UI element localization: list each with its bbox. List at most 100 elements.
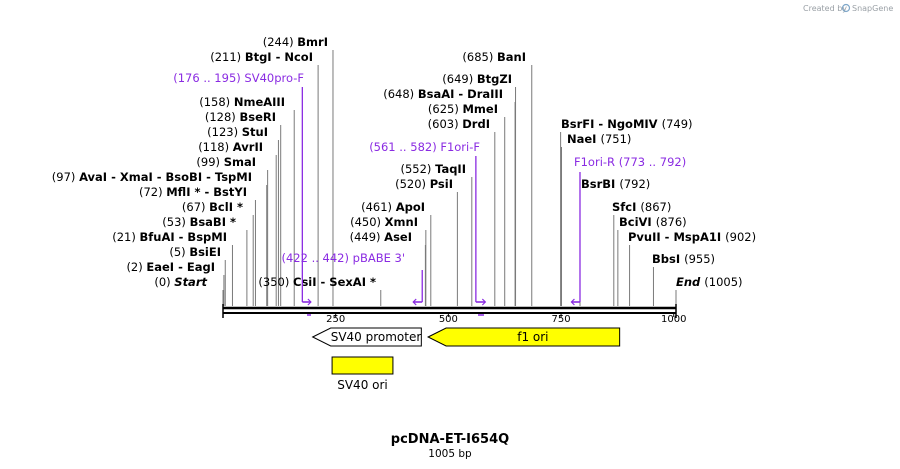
feature-label: SV40 ori (337, 378, 388, 392)
site-enzyme-names: NmeAIII (234, 95, 285, 109)
restriction-site-label[interactable]: End (1005) (676, 275, 743, 289)
restriction-site-label[interactable]: SfcI (867) (612, 200, 671, 214)
site-position: (158) (199, 95, 234, 109)
restriction-site-label[interactable]: BsrFI - NgoMIV (749) (561, 117, 693, 131)
primer-f1ori-f[interactable]: (561 .. 582) F1ori-F (369, 140, 487, 306)
restriction-site-label[interactable]: (0) Start (154, 275, 207, 289)
site-enzyme-names: AvrII (233, 140, 263, 154)
site-enzyme-names: Start (174, 275, 207, 289)
restriction-site-label[interactable]: (67) BclI * (182, 200, 243, 214)
restriction-site-label[interactable]: (2) EaeI - EagI (126, 260, 215, 274)
site-position: (450) (350, 215, 385, 229)
feature-sv40-promoter[interactable]: SV40 promoter (311, 327, 422, 347)
site-position: (625) (428, 102, 463, 116)
site-enzyme-names: BanI (497, 50, 526, 64)
restriction-site-label[interactable]: (97) AvaI - XmaI - BsoBI - TspMI (52, 170, 252, 184)
site-enzyme-names: BtgZI (477, 72, 512, 86)
site-position: (21) (112, 230, 139, 244)
restriction-site-label[interactable]: (72) MflI * - BstYI (139, 185, 247, 199)
primer-name: SV40pro-F (244, 71, 304, 85)
credit-text: Created by (803, 4, 847, 13)
restriction-site-label[interactable]: BsrBI (792) (581, 177, 650, 191)
primer-name: F1ori-F (440, 140, 480, 154)
site-enzyme-names: End (676, 275, 704, 289)
restriction-site-label[interactable]: (450) XmnI (350, 215, 418, 229)
site-enzyme-names: SfcI (612, 200, 640, 214)
site-enzyme-names: TaqII (435, 162, 466, 176)
restriction-site-label[interactable]: (128) BseRI (205, 110, 276, 124)
primer-range: (176 .. 195) (173, 71, 244, 85)
site-position: (876) (656, 215, 687, 229)
site-enzyme-names: ApoI (396, 200, 425, 214)
site-enzyme-names: BciVI (619, 215, 656, 229)
site-enzyme-names: BsrBI (581, 177, 619, 191)
restriction-site-label[interactable]: (158) NmeAIII (199, 95, 285, 109)
site-enzyme-names: AvaI - XmaI - BsoBI - TspMI (79, 170, 252, 184)
restriction-site-label[interactable]: (99) SmaI (196, 155, 256, 169)
restriction-site-label[interactable]: (520) PsiI (395, 177, 453, 191)
site-position: (792) (619, 177, 650, 191)
restriction-site-label[interactable]: (53) BsaBI * (162, 215, 236, 229)
site-position: (0) (154, 275, 174, 289)
primer-range: (773 .. 792) (619, 155, 687, 169)
site-enzyme-names: NaeI (567, 132, 600, 146)
sequence-backbone (222, 304, 677, 318)
site-position: (123) (207, 125, 242, 139)
primer-pbabe3[interactable]: (422 .. 442) pBABE 3' (281, 251, 423, 306)
site-enzyme-names: StuI (242, 125, 268, 139)
restriction-site-label[interactable]: (552) TaqII (400, 162, 466, 176)
restriction-site-label[interactable]: (123) StuI (207, 125, 268, 139)
site-position: (72) (139, 185, 166, 199)
feature-label: SV40 promoter (331, 330, 422, 344)
feature-sv40-ori[interactable]: SV40 ori (331, 356, 394, 392)
restriction-site-label[interactable]: (350) CsiI - SexAI * (258, 275, 376, 289)
restriction-site-label[interactable]: (118) AvrII (198, 140, 263, 154)
restriction-site-label[interactable]: (244) BmrI (263, 35, 328, 49)
restriction-site-label[interactable]: PvuII - MspA1I (902) (628, 230, 756, 244)
primer-f1ori-r[interactable]: F1ori-R (773 .. 792) (570, 155, 687, 306)
ruler-tick-label: 250 (326, 314, 345, 325)
restriction-site-label[interactable]: (648) BsaAI - DraIII (383, 87, 503, 101)
restriction-site-label[interactable]: (625) MmeI (428, 102, 498, 116)
feature-f1-ori[interactable]: f1 ori (426, 327, 621, 347)
restriction-site-label[interactable]: (649) BtgZI (442, 72, 512, 86)
map-subtitle: 1005 bp (428, 448, 472, 460)
restriction-site-label[interactable]: (211) BtgI - NcoI (210, 50, 313, 64)
restriction-site-label[interactable]: BbsI (955) (652, 252, 715, 266)
site-position: (685) (462, 50, 497, 64)
site-enzyme-names: SmaI (224, 155, 256, 169)
site-enzyme-names: BseRI (239, 110, 276, 124)
site-position: (648) (383, 87, 418, 101)
restriction-site-label[interactable]: (461) ApoI (361, 200, 425, 214)
site-position: (749) (662, 117, 693, 131)
restriction-site-label[interactable]: NaeI (751) (567, 132, 631, 146)
site-leader-lines (222, 50, 677, 306)
site-position: (53) (162, 215, 189, 229)
site-position: (211) (210, 50, 245, 64)
map-title: pcDNA-ET-I654Q (391, 432, 509, 447)
restriction-site-label[interactable]: BciVI (876) (619, 215, 687, 229)
brand-text[interactable]: SnapGene (852, 4, 893, 13)
primer-sv40pro-f[interactable]: (176 .. 195) SV40pro-F (173, 71, 312, 306)
restriction-site-label[interactable]: (685) BanI (462, 50, 526, 64)
snapgene-logo-icon (841, 3, 851, 13)
site-enzyme-names: BmrI (297, 35, 328, 49)
site-position: (128) (205, 110, 240, 124)
site-position: (2) (126, 260, 146, 274)
site-enzyme-names: PvuII - MspA1I (628, 230, 725, 244)
site-position: (99) (196, 155, 223, 169)
primer-label: (422 .. 442) pBABE 3' (281, 251, 405, 265)
site-position: (97) (52, 170, 79, 184)
restriction-site-label[interactable]: (21) BfuAI - BspMI (112, 230, 227, 244)
ruler-tick-label: 750 (552, 314, 571, 325)
site-enzyme-names: CsiI - SexAI * (293, 275, 376, 289)
restriction-site-label[interactable]: (449) AseI (350, 230, 412, 244)
feature-arrow (311, 327, 422, 347)
site-enzyme-names: BbsI (652, 252, 684, 266)
restriction-site-label[interactable]: (5) BsiEI (169, 245, 221, 259)
restriction-site-label[interactable]: (603) DrdI (428, 117, 490, 131)
